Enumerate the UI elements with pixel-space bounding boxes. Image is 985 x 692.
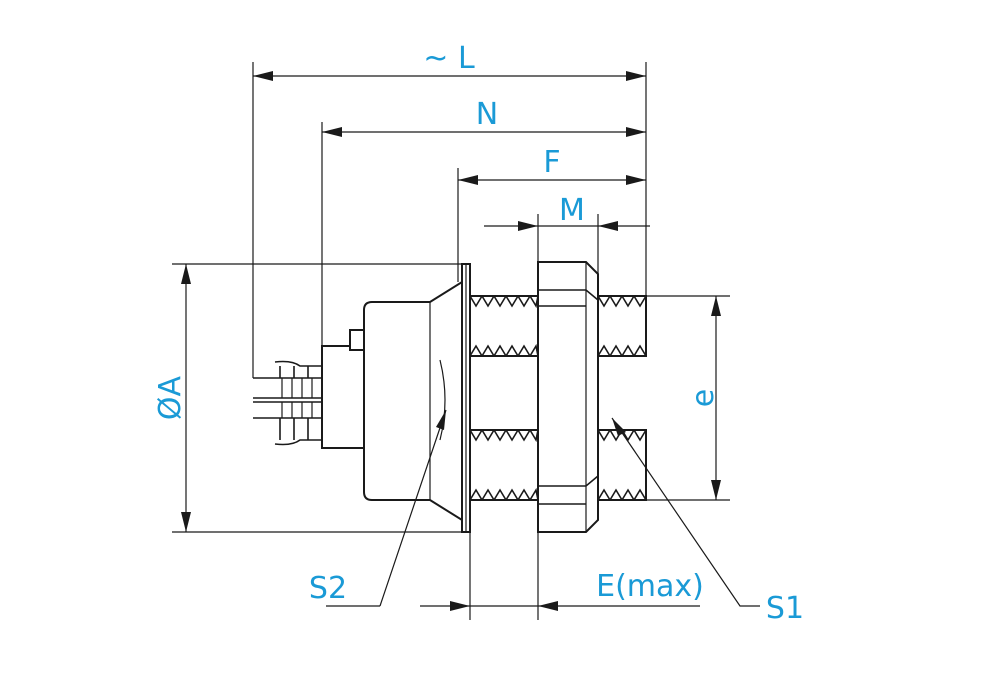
- label-F: F: [543, 145, 560, 180]
- connector-body: [253, 261, 647, 533]
- label-N: N: [476, 97, 498, 132]
- label-S2: S2: [309, 571, 347, 606]
- rear-pins: [253, 360, 323, 446]
- rear-block: [321, 345, 367, 449]
- label-A: ØA: [153, 375, 188, 420]
- label-e: e: [686, 389, 721, 407]
- label-E-max: E(max): [596, 569, 704, 604]
- rear-housing: [363, 280, 463, 522]
- label-S1: S1: [766, 591, 804, 626]
- thread-lower-teeth: [469, 429, 647, 501]
- dimension-lines: [172, 62, 760, 620]
- label-L: ~ L: [423, 41, 475, 76]
- panel-nut: [537, 261, 599, 533]
- thread-upper-teeth: [469, 295, 647, 357]
- dimension-labels: ~ L N F M ØA e E(max) S1 S2: [153, 41, 804, 626]
- label-M: M: [559, 193, 585, 228]
